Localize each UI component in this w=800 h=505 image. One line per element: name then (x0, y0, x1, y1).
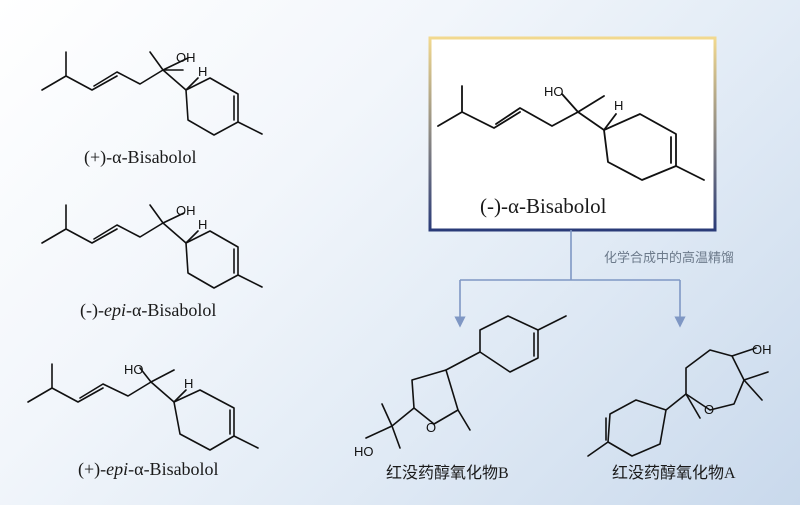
structure-oxide-a (587, 347, 769, 457)
atom-ho-b: HO (354, 444, 374, 459)
atom-oh-1: OH (176, 50, 196, 65)
label-oxide-b: 红没药醇氧化物B (386, 465, 509, 482)
structure-plus-epi-alpha-bisabolol (27, 363, 259, 451)
highlight-box (428, 36, 717, 232)
atom-o-a: O (704, 402, 714, 417)
label-plus-epi-italic: epi (106, 459, 129, 479)
structure-oxide-b (365, 315, 567, 449)
label-oxide-a: 红没药醇氧化物A (612, 465, 736, 482)
branch-arrows (454, 230, 686, 328)
atom-o-b: O (426, 420, 436, 435)
label-minus-epi-suffix: -α-Bisabolol (125, 300, 217, 320)
atom-oh-2: OH (176, 203, 196, 218)
atom-h-1: H (198, 64, 207, 79)
label-minus-epi-prefix: (-)- (80, 300, 104, 320)
structure-plus-alpha-bisabolol (41, 51, 263, 136)
label-plus-epi-suffix: -α-Bisabolol (128, 459, 219, 479)
label-plus-epi-prefix: (+)- (78, 459, 107, 479)
atom-h-3: H (184, 376, 193, 391)
structure-minus-alpha-bisabolol (437, 85, 705, 181)
label-plus-alpha-bisabolol: (+)-α-Bisabolol (84, 147, 197, 167)
label-plus-epi-alpha-bisabolol: (+)-epi-α-Bisabolol (78, 460, 219, 478)
label-minus-epi-italic: epi (103, 300, 126, 320)
atom-h-2: H (198, 217, 207, 232)
arrow-note: 化学合成中的高温精馏 (604, 251, 735, 266)
structure-minus-epi-alpha-bisabolol (41, 204, 263, 289)
label-minus-alpha-bisabolol: (-)-α-Bisabolol (480, 194, 607, 218)
atom-h-main: H (614, 98, 623, 113)
atom-oh-a: OH (752, 342, 772, 357)
label-minus-epi-alpha-bisabolol: (-)-epi-α-Bisabolol (80, 301, 216, 319)
atom-ho-main: HO (544, 84, 564, 99)
atom-ho-3: HO (124, 362, 144, 377)
